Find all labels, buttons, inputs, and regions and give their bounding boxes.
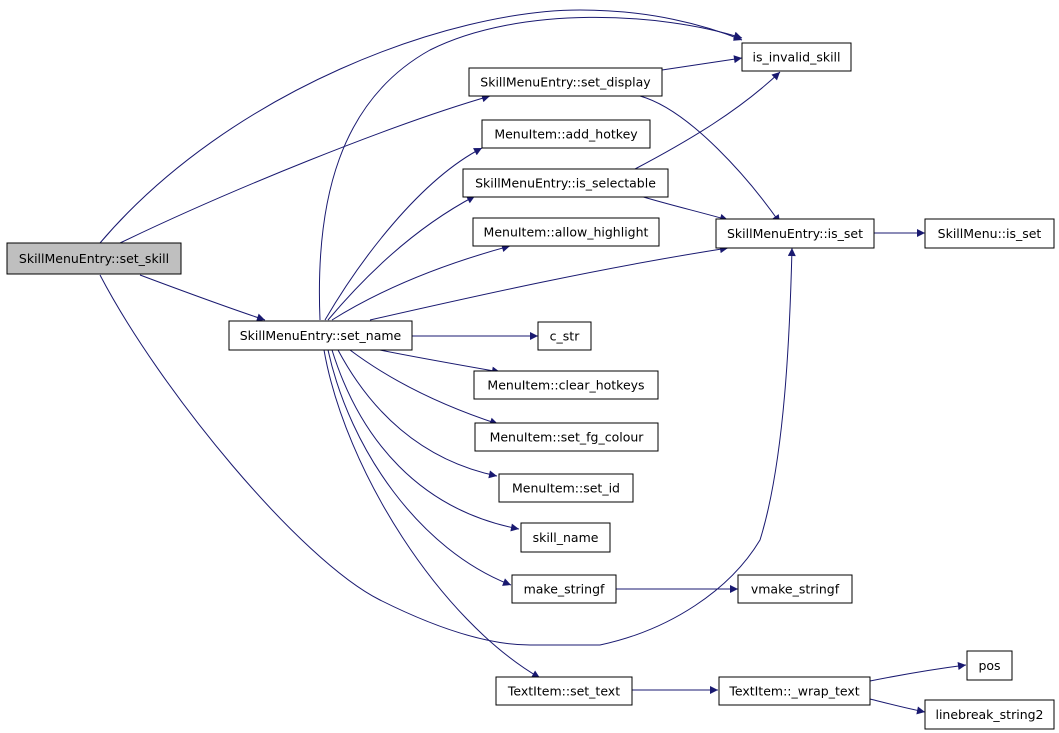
node-make_stringf[interactable]: make_stringf [511, 574, 617, 604]
node-set_id[interactable]: MenuItem::set_id [498, 473, 634, 503]
edge-set_name-is_invalid_skill [318, 16, 743, 321]
node-label: make_stringf [524, 582, 605, 597]
node-set_display[interactable]: SkillMenuEntry::set_display [468, 67, 663, 97]
node-label: SkillMenuEntry::set_display [480, 75, 651, 90]
node-set_skill[interactable]: SkillMenuEntry::set_skill [6, 242, 182, 275]
edge-set_name-is_set [369, 245, 729, 321]
node-label: SkillMenuEntry::set_name [240, 328, 402, 343]
edge-set_name-skill_name [331, 349, 520, 532]
node-set_name[interactable]: SkillMenuEntry::set_name [228, 320, 413, 351]
node-allow_highlight[interactable]: MenuItem::allow_highlight [472, 217, 660, 247]
node-set_text[interactable]: TextItem::set_text [495, 676, 633, 706]
edge-is_selectable-is_set [639, 195, 729, 222]
edge-set_display-is_invalid_skill [661, 55, 743, 71]
edge-set_name-set_fg_colour [349, 349, 499, 426]
node-linebreak_string2[interactable]: linebreak_string2 [924, 699, 1055, 730]
node-label: SkillMenuEntry::is_selectable [475, 176, 656, 191]
edge-set_skill-set_name [139, 274, 266, 322]
edge-set_name-set_text [323, 349, 541, 679]
edge-set_skill-is_set [99, 247, 796, 646]
edge-set_skill-is_invalid_skill [99, 9, 743, 244]
node-is_selectable[interactable]: SkillMenuEntry::is_selectable [462, 168, 669, 198]
node-label: linebreak_string2 [935, 707, 1043, 722]
edge-set_skill-set_display [119, 94, 491, 244]
node-c_str[interactable]: c_str [537, 321, 592, 351]
node-label: skill_name [533, 530, 599, 545]
node-label: MenuItem::allow_highlight [484, 225, 649, 240]
node-label: MenuItem::add_hotkey [494, 127, 638, 142]
node-is_set[interactable]: SkillMenuEntry::is_set [715, 218, 875, 249]
node-label: vmake_stringf [751, 582, 840, 597]
node-is_invalid_skill[interactable]: is_invalid_skill [741, 42, 852, 72]
node-label: SkillMenuEntry::set_skill [19, 251, 169, 266]
node-label: pos [978, 658, 1000, 673]
edge-set_name-is_selectable [327, 195, 476, 321]
node-label: TextItem::set_text [507, 684, 620, 699]
node-clear_hotkeys[interactable]: MenuItem::clear_hotkeys [473, 370, 659, 400]
node-label: TextItem::_wrap_text [728, 684, 859, 699]
node-pos[interactable]: pos [966, 650, 1013, 681]
node-label: is_invalid_skill [753, 50, 841, 65]
edge-set_name-allow_highlight [331, 244, 511, 321]
node-set_fg_colour[interactable]: MenuItem::set_fg_colour [474, 422, 659, 452]
node-label: c_str [550, 329, 581, 344]
node-vmake_stringf[interactable]: vmake_stringf [737, 574, 853, 604]
node-add_hotkey[interactable]: MenuItem::add_hotkey [481, 119, 651, 149]
node-label: SkillMenu::is_set [938, 226, 1042, 241]
edge-set_name-clear_hotkeys [379, 349, 501, 375]
edge-is_selectable-is_invalid_skill [634, 71, 781, 170]
node-menu_is_set[interactable]: SkillMenu::is_set [924, 218, 1055, 249]
node-label: MenuItem::set_fg_colour [490, 430, 645, 445]
edge-wrap_text-pos [869, 662, 967, 682]
node-skill_name[interactable]: skill_name [520, 522, 611, 553]
node-label: SkillMenuEntry::is_set [727, 226, 863, 241]
edge-wrap_text-linebreak_string2 [869, 698, 926, 715]
edge-set_name-make_stringf [327, 349, 512, 586]
edge-set_display-is_set [639, 95, 781, 224]
node-label: MenuItem::clear_hotkeys [487, 378, 644, 393]
edge-set_name-add_hotkey [324, 147, 483, 321]
node-label: MenuItem::set_id [512, 481, 620, 496]
edge-set_name-set_id [337, 349, 498, 479]
node-wrap_text[interactable]: TextItem::_wrap_text [718, 676, 871, 706]
